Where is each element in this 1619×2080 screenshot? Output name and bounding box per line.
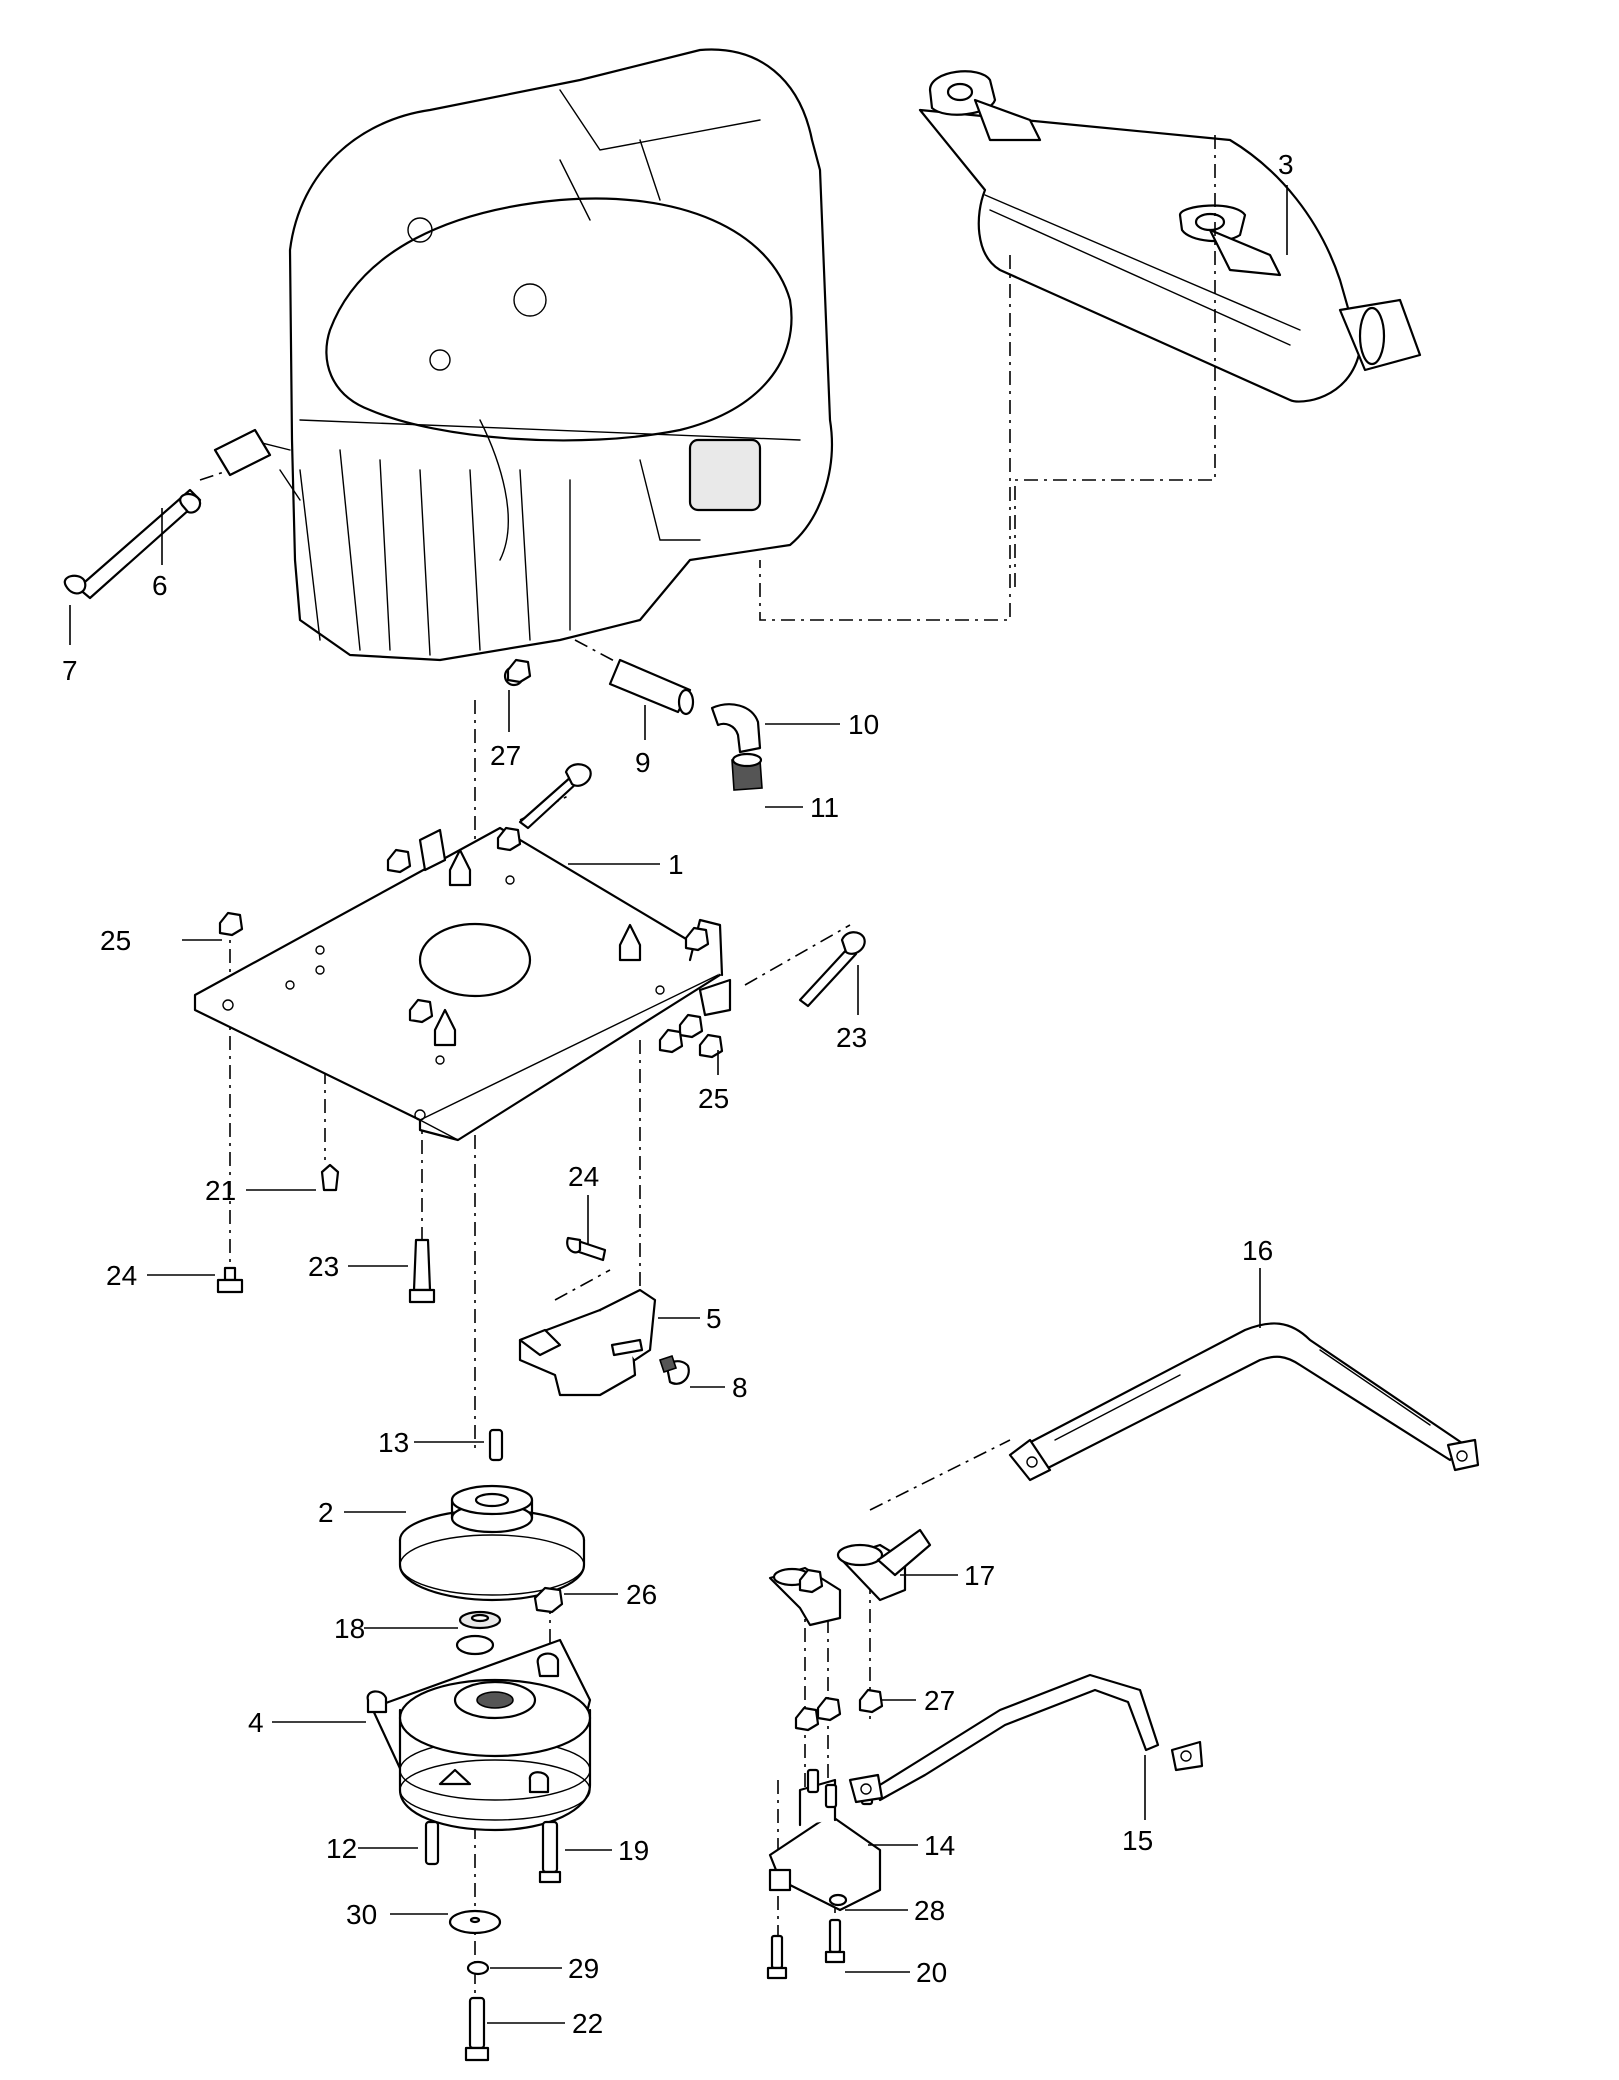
callout-27-right: 27 xyxy=(924,1685,955,1716)
callout-15: 15 xyxy=(1122,1825,1153,1856)
callout-12: 12 xyxy=(326,1833,357,1864)
mounting-plate xyxy=(193,826,732,1142)
bracket xyxy=(518,1288,690,1397)
callout-6: 6 xyxy=(152,570,168,601)
engine-assembly xyxy=(249,48,833,687)
callout-24-left: 24 xyxy=(106,1260,137,1291)
callout-30: 30 xyxy=(346,1899,377,1930)
callout-8: 8 xyxy=(732,1372,748,1403)
callout-29: 29 xyxy=(568,1953,599,1984)
muffler xyxy=(918,70,1422,403)
callout-16: 16 xyxy=(1242,1235,1273,1266)
pto-clutch xyxy=(366,1586,592,2062)
callout-24-middle: 24 xyxy=(568,1161,599,1192)
callout-28: 28 xyxy=(914,1895,945,1926)
callout-5: 5 xyxy=(706,1303,722,1334)
callout-21: 21 xyxy=(205,1175,236,1206)
callout-19: 19 xyxy=(618,1835,649,1866)
callout-20: 20 xyxy=(916,1957,947,1988)
callout-9: 9 xyxy=(635,747,651,778)
callout-25-left: 25 xyxy=(100,925,131,956)
leader-lines xyxy=(69,185,1288,2024)
callout-14: 14 xyxy=(924,1830,955,1861)
oil-drain-parts xyxy=(63,428,763,791)
battery-cable xyxy=(1008,1322,1480,1482)
fasteners xyxy=(216,658,866,1304)
callout-4: 4 xyxy=(248,1707,264,1738)
callout-23-right: 23 xyxy=(836,1022,867,1053)
pulley xyxy=(398,1428,586,1602)
callout-7: 7 xyxy=(62,655,78,686)
callout-labels: 3 6 7 27 9 10 11 1 25 23 25 21 24 23 24 … xyxy=(62,149,1294,2039)
callout-10: 10 xyxy=(848,709,879,740)
callout-27-top: 27 xyxy=(490,740,521,771)
callout-1: 1 xyxy=(668,849,684,880)
callout-22: 22 xyxy=(572,2008,603,2039)
ground-cable xyxy=(848,1673,1204,1804)
callout-13: 13 xyxy=(378,1427,409,1458)
callout-11: 11 xyxy=(810,792,839,823)
callout-23-bottom: 23 xyxy=(308,1251,339,1282)
callout-2: 2 xyxy=(318,1497,334,1528)
callout-3: 3 xyxy=(1278,149,1294,180)
callout-18: 18 xyxy=(334,1613,365,1644)
solenoid xyxy=(766,1568,884,1980)
callout-17: 17 xyxy=(964,1560,995,1591)
callout-26: 26 xyxy=(626,1579,657,1610)
terminal-boot xyxy=(768,1528,932,1627)
callout-25-right: 25 xyxy=(698,1083,729,1114)
